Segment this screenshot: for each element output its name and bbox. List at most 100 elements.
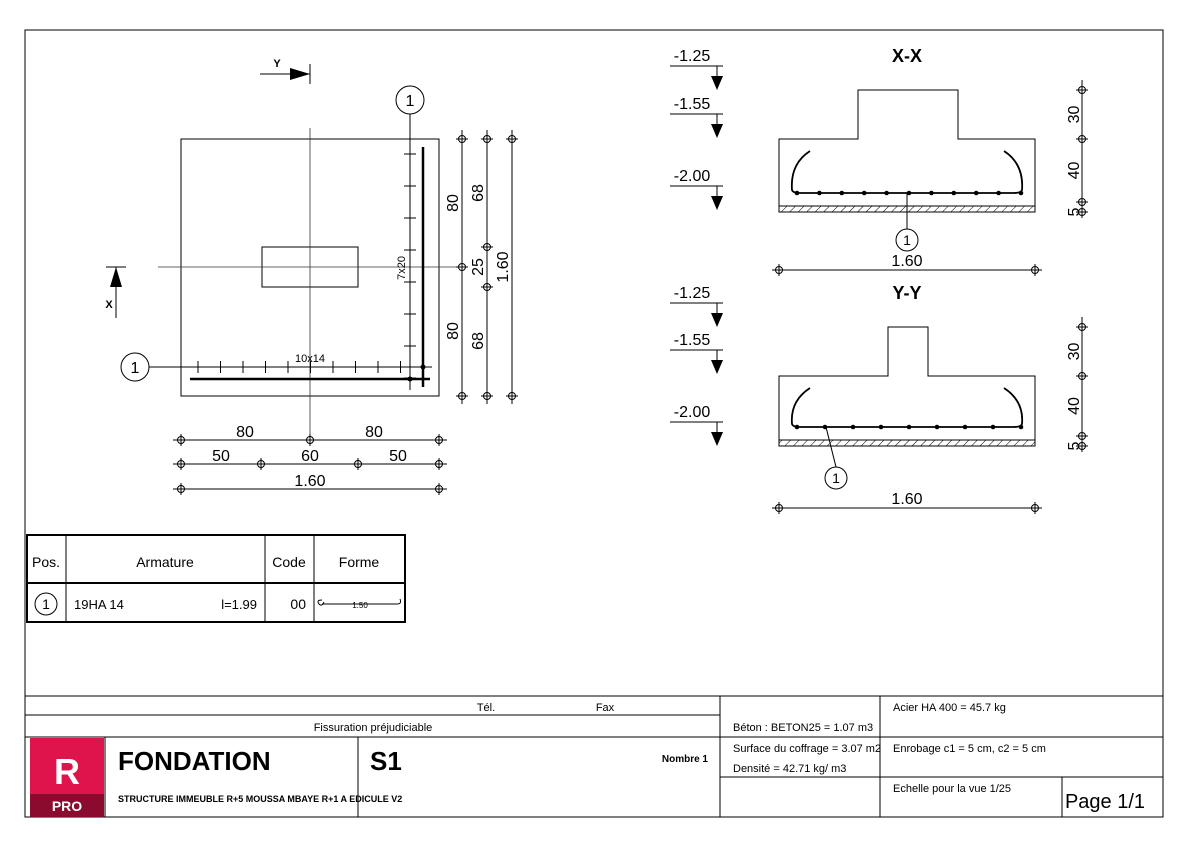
height-dim-label: 40 xyxy=(1066,397,1083,415)
level-label: -1.55 xyxy=(674,332,711,349)
bar-mark-bubble-left[interactable]: 1 xyxy=(120,352,150,382)
rebar-dot xyxy=(951,190,957,196)
height-dim-label: 30 xyxy=(1066,106,1083,124)
level-label: -1.55 xyxy=(674,96,711,113)
height-dim-label: 5 xyxy=(1066,207,1083,216)
rebar-section xyxy=(790,150,1024,194)
dim-right-80-bottom: 80 xyxy=(445,322,462,340)
level-label: -2.00 xyxy=(674,168,711,185)
rebar-dot xyxy=(1018,424,1024,430)
sheet-frame xyxy=(24,29,1164,818)
rebar-dot xyxy=(934,424,940,430)
rebar-dot xyxy=(996,190,1001,196)
spacing-y-label: 7x20 xyxy=(396,256,408,280)
level-marker-icon xyxy=(669,349,724,375)
fissuration-text: Fissuration préjudiciable xyxy=(314,722,433,734)
dim-bottom-80-left: 80 xyxy=(236,424,254,441)
rebar-dot xyxy=(929,190,934,196)
rebar-dot xyxy=(990,424,996,430)
rebar-dot xyxy=(973,190,979,196)
level-label: -2.00 xyxy=(674,404,711,421)
table-row[interactable]: 1 19HA 14 l=1.99 00 1.50 xyxy=(34,592,402,616)
rebar-section xyxy=(790,387,1024,428)
header-pos: Pos. xyxy=(32,554,60,570)
header-code: Code xyxy=(272,554,306,570)
rebar-dot xyxy=(794,424,800,430)
dim-right-25: 25 xyxy=(470,258,487,276)
drawing-title: FONDATION xyxy=(118,746,271,776)
height-dim-label: 5 xyxy=(1066,441,1083,450)
plan-view: Y X 10x14 7x20 1 1 xyxy=(105,58,519,496)
rebar-dot xyxy=(861,190,867,196)
bar-schedule-table: Pos. Armature Code Forme 1 19HA 14 l=1.9… xyxy=(26,534,406,623)
row-pos: 1 xyxy=(42,596,50,612)
row-armature: 19HA 14 xyxy=(74,597,124,612)
width-label: 1.60 xyxy=(891,253,922,270)
dimension-lines-right: 80 80 68 25 68 1.60 xyxy=(445,130,519,404)
section-x-marker: X xyxy=(105,266,126,318)
rebar-dot xyxy=(817,190,822,196)
count-label: Nombre 1 xyxy=(662,754,709,765)
lean-concrete-hatch xyxy=(778,439,1036,447)
dim-right-total: 1.60 xyxy=(495,251,512,282)
dim-right-68-top: 68 xyxy=(470,184,487,202)
tel-label: Tél. xyxy=(477,702,495,714)
row-code: 00 xyxy=(290,596,306,612)
svg-text:1: 1 xyxy=(131,360,140,377)
echelle-text: Echelle pour la vue 1/25 xyxy=(893,783,1011,795)
rebar-dot xyxy=(839,190,845,196)
dim-bottom-60: 60 xyxy=(301,448,319,465)
bar-mark-bubble[interactable] xyxy=(895,228,919,252)
revit-pro-logo: R PRO xyxy=(30,738,104,817)
section-title: X-X xyxy=(892,46,922,66)
level-marker-icon xyxy=(669,65,724,91)
project-name: STRUCTURE IMMEUBLE R+5 MOUSSA MBAYE R+1 … xyxy=(118,794,402,804)
dimension-lines-bottom: 80 80 50 60 50 1.60 xyxy=(173,424,447,496)
dim-bottom-80-right: 80 xyxy=(365,424,383,441)
surface-text: Surface du coffrage = 3.07 m2 xyxy=(733,743,881,755)
concrete-outline xyxy=(778,326,1036,441)
acier-text: Acier HA 400 = 45.7 kg xyxy=(893,702,1006,714)
rebar-dot xyxy=(850,424,856,430)
rebar-dot xyxy=(906,424,912,430)
rebar-dot xyxy=(878,424,884,430)
section-title: Y-Y xyxy=(892,283,921,303)
width-label: 1.60 xyxy=(891,491,922,508)
bar-mark-bubble[interactable] xyxy=(824,466,848,490)
dim-bottom-50-right: 50 xyxy=(389,448,407,465)
section-y-label: Y xyxy=(273,58,281,70)
level-label: -1.25 xyxy=(674,48,711,65)
page-number: Page 1/1 xyxy=(1065,791,1145,813)
densite-text: Densité = 42.71 kg/ m3 xyxy=(733,763,846,775)
rebar-dot xyxy=(1018,190,1024,196)
rebar-dot xyxy=(962,424,968,430)
concrete-outline xyxy=(778,89,1036,207)
spacing-x-label: 10x14 xyxy=(295,353,325,365)
beton-text: Béton : BETON25 = 1.07 m3 xyxy=(733,722,873,734)
element-name: S1 xyxy=(370,746,402,776)
level-label: -1.25 xyxy=(674,285,711,302)
dim-bottom-total: 1.60 xyxy=(294,473,325,490)
bar-mark-label: 1 xyxy=(832,470,840,486)
dim-right-68-bottom: 68 xyxy=(470,332,487,350)
header-forme: Forme xyxy=(339,554,380,570)
row-length: l=1.99 xyxy=(221,597,257,612)
bar-mark-bubble-top[interactable]: 1 xyxy=(395,85,425,115)
svg-text:1: 1 xyxy=(406,93,415,110)
title-block: R PRO Tél. Fax Fissuration préjudiciable… xyxy=(25,695,1163,817)
section-y-marker: Y xyxy=(260,58,311,84)
rebar-dot xyxy=(884,190,889,196)
bar-shape-icon xyxy=(317,598,402,606)
level-marker-icon xyxy=(669,113,724,139)
svg-text:PRO: PRO xyxy=(52,798,82,814)
height-dim-label: 40 xyxy=(1066,162,1083,180)
fax-label: Fax xyxy=(596,702,615,714)
rebar-dot xyxy=(906,190,912,196)
rebar-dot xyxy=(794,190,800,196)
header-armature: Armature xyxy=(136,554,194,570)
dim-bottom-50-left: 50 xyxy=(212,448,230,465)
enrobage-text: Enrobage c1 = 5 cm, c2 = 5 cm xyxy=(893,743,1046,755)
